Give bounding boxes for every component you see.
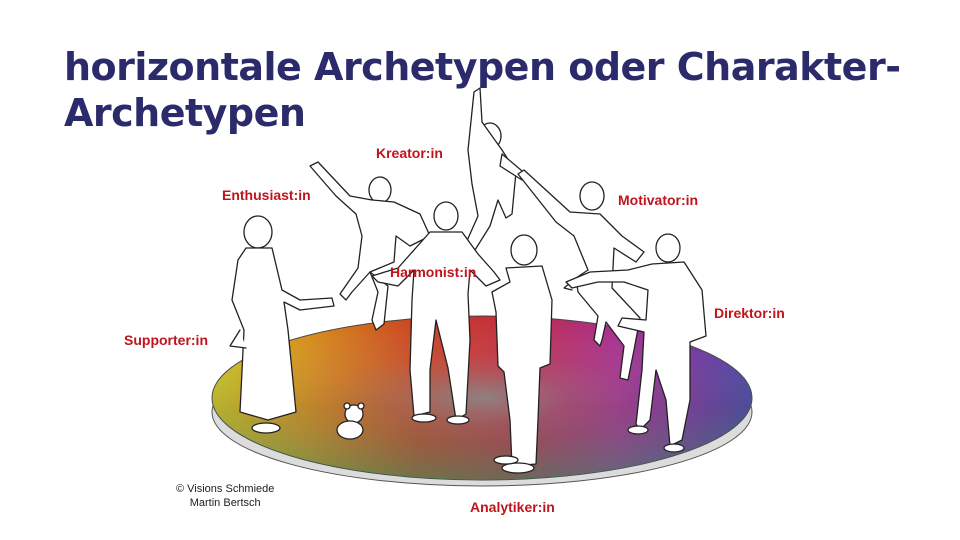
label-kreator: Kreator:in	[376, 145, 443, 161]
analytiker-figure	[491, 234, 553, 474]
credit-line-2: Martin Bertsch	[189, 497, 261, 509]
title-line-1: horizontale Archetypen oder Charakter-	[64, 45, 901, 89]
copyright-credit: © Visions Schmiede Martin Bertsch	[176, 482, 274, 510]
slide-title: horizontale Archetypen oder Charakter- A…	[64, 44, 924, 136]
title-line-2: Archetypen	[64, 91, 306, 135]
label-harmonist: Harmonist:in	[390, 264, 477, 280]
kreator-figure	[461, 87, 529, 259]
label-direktor: Direktor:in	[714, 305, 785, 321]
label-motivator: Motivator:in	[618, 192, 699, 208]
teddy-bear-figure	[336, 402, 365, 440]
direktor-figure	[565, 233, 707, 453]
label-enthusiast: Enthusiast:in	[222, 187, 311, 203]
label-supporter: Supporter:in	[124, 332, 208, 348]
label-analytiker: Analytiker:in	[470, 499, 555, 515]
enthusiast-figure	[309, 161, 431, 331]
credit-line-1: © Visions Schmiede	[176, 483, 275, 495]
harmonist-figure	[371, 201, 501, 425]
supporter-figure	[229, 215, 335, 434]
